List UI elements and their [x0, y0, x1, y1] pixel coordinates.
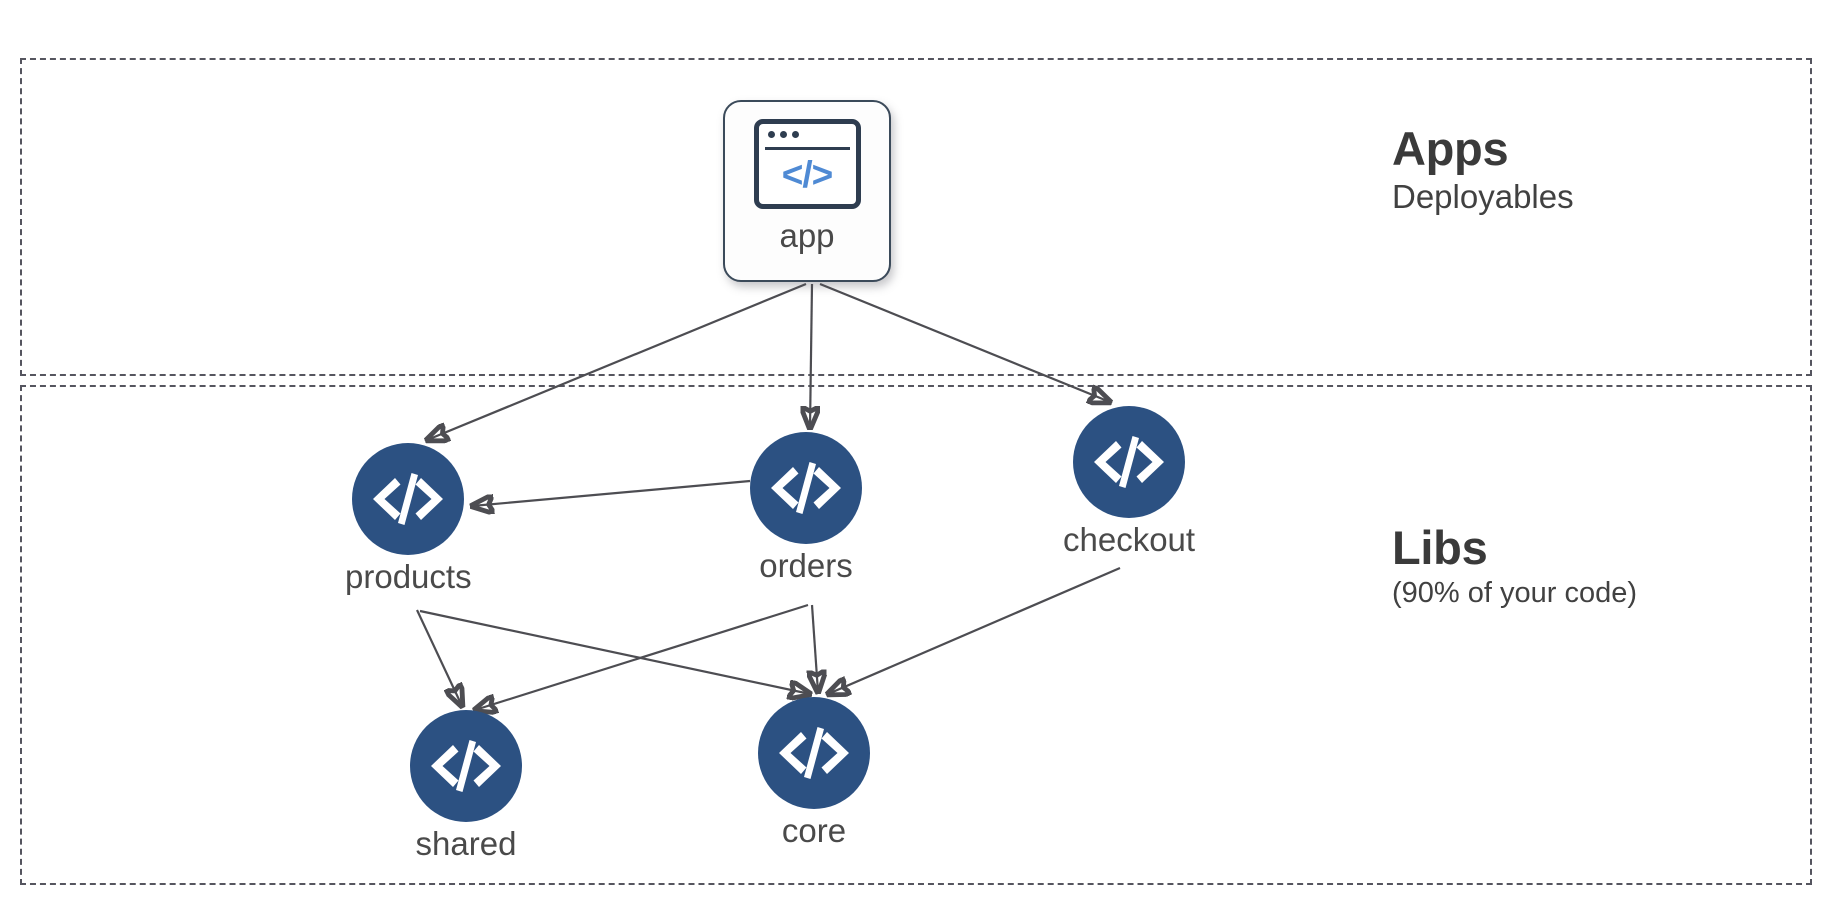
node-shared[interactable]: shared — [410, 710, 522, 862]
node-orders-label: orders — [759, 547, 853, 584]
node-app[interactable]: </> app — [723, 100, 891, 282]
node-app-label: app — [779, 217, 835, 254]
node-orders[interactable]: orders — [750, 432, 862, 584]
node-products[interactable]: products — [345, 443, 472, 595]
code-glyph-icon: </> — [781, 154, 834, 195]
code-icon — [1073, 406, 1186, 518]
node-core[interactable]: core — [758, 697, 870, 849]
node-checkout[interactable]: checkout — [1063, 406, 1195, 558]
code-icon — [758, 697, 870, 809]
region-apps-caption: Apps Deployables — [1392, 122, 1574, 215]
browser-titlebar-divider — [764, 147, 850, 150]
region-apps — [20, 58, 1812, 376]
browser-code-icon: </> — [753, 119, 861, 209]
region-apps-subtitle: Deployables — [1392, 177, 1574, 215]
node-shared-label: shared — [415, 825, 517, 862]
code-icon — [410, 710, 522, 822]
node-products-label: products — [345, 558, 472, 595]
node-core-label: core — [781, 812, 847, 849]
browser-dots-icon — [767, 131, 799, 138]
region-libs-title: Libs — [1392, 521, 1488, 574]
region-libs — [20, 385, 1812, 885]
code-icon — [750, 432, 862, 544]
region-apps-title: Apps — [1392, 122, 1509, 175]
node-checkout-label: checkout — [1063, 521, 1196, 558]
region-libs-subtitle: (90% of your code) — [1392, 576, 1638, 609]
code-icon — [352, 443, 465, 555]
region-libs-caption: Libs (90% of your code) — [1392, 521, 1638, 609]
